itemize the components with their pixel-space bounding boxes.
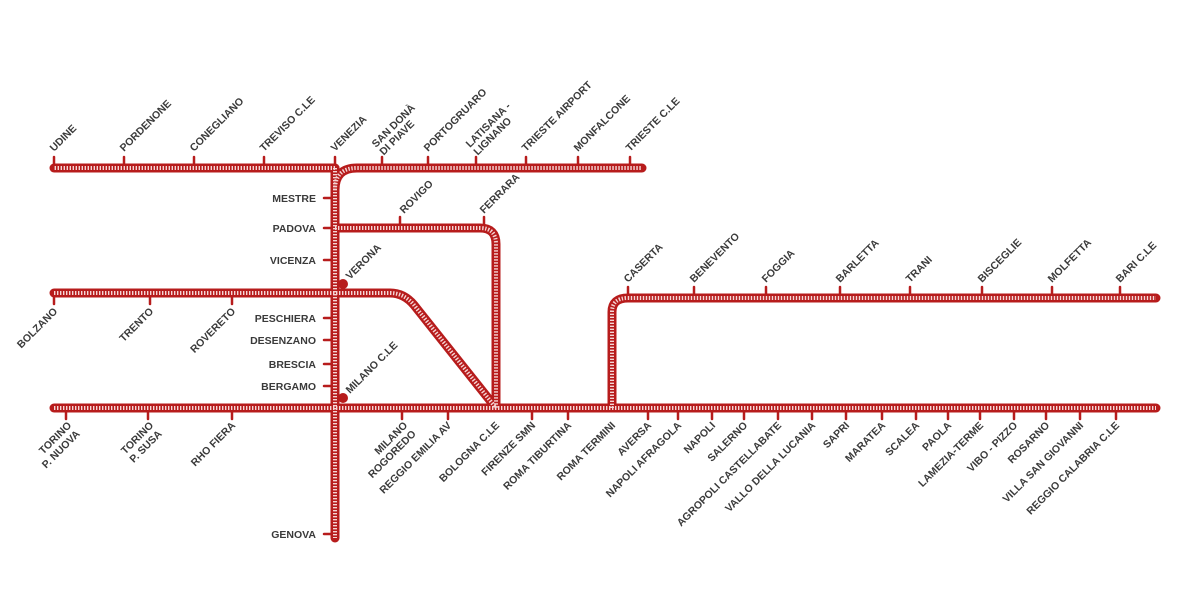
station-trunk-1: PADOVA xyxy=(273,223,317,235)
station-bolzano-2: ROVERETO xyxy=(188,306,238,356)
station-bottom-2: RHO FIERA xyxy=(189,419,239,469)
track-padova-bologna-ties xyxy=(335,226,498,408)
station-trunk-3: PESCHIERA xyxy=(255,313,317,325)
station-bari-6-line-1: MOLFETTA xyxy=(1046,236,1095,285)
station-bari-4: TRANI xyxy=(904,254,935,285)
tracks-layer xyxy=(49,163,1161,543)
station-trunk-right-0-line-1: VERONA xyxy=(344,242,385,283)
station-top-4-line-1: VENEZIA xyxy=(329,113,370,154)
station-bari-1-line-1: BENEVENTO xyxy=(688,231,743,286)
station-trunk-7: GENOVA xyxy=(271,529,316,541)
station-bari-7: BARI C.LE xyxy=(1114,240,1160,286)
station-top-10-line-1: TRIESTE C.LE xyxy=(624,95,683,154)
station-bottom-17: SCALEA xyxy=(883,419,922,458)
station-ferrara: FERRARA xyxy=(478,171,523,216)
station-bolzano-1: TRENTO xyxy=(117,306,156,345)
station-trunk-right-1: MILANO C.LE xyxy=(344,339,401,396)
station-top-4: VENEZIA xyxy=(329,113,370,154)
station-top-3: TREVISO C.LE xyxy=(258,94,318,154)
station-bolzano-1-line-1: TRENTO xyxy=(117,306,156,345)
station-top-10: TRIESTE C.LE xyxy=(624,95,683,154)
station-trunk-5: BRESCIA xyxy=(269,359,317,371)
station-bari-3: BARLETTA xyxy=(834,237,882,285)
track-roma-bari-ties xyxy=(610,296,1156,408)
station-top-1: PORDENONE xyxy=(118,98,174,154)
station-bari-5: BISCEGLIE xyxy=(976,237,1025,286)
station-top-2: CONEGLIANO xyxy=(188,95,247,154)
station-bottom-15: SAPRI xyxy=(821,420,852,451)
station-bolzano-2-line-1: ROVERETO xyxy=(188,306,238,356)
station-top-0-line-1: UDINE xyxy=(48,123,80,155)
station-bari-1: BENEVENTO xyxy=(688,231,743,286)
station-trunk-right-1-line-1: MILANO C.LE xyxy=(344,339,401,396)
station-bari-2: FOGGIA xyxy=(760,247,798,285)
station-dot-trunk-right-0 xyxy=(338,279,348,289)
track-roma-bari xyxy=(607,293,1161,413)
station-top-3-line-1: TREVISO C.LE xyxy=(258,94,318,154)
station-bottom-15-line-1: SAPRI xyxy=(821,420,852,451)
station-top-2-line-1: CONEGLIANO xyxy=(188,95,247,154)
station-bari-5-line-1: BISCEGLIE xyxy=(976,237,1025,286)
station-bari-6: MOLFETTA xyxy=(1046,236,1095,285)
track-venezia-trieste xyxy=(330,163,647,195)
station-top-1-line-1: PORDENONE xyxy=(118,98,174,154)
station-ticks-layer xyxy=(52,155,1122,536)
station-bolzano-0: BOLZANO xyxy=(15,306,60,351)
station-bari-3-line-1: BARLETTA xyxy=(834,237,882,285)
station-bari-0-line-1: CASERTA xyxy=(622,241,666,285)
station-trunk-4: DESENZANO xyxy=(250,335,316,347)
track-venezia-trieste-ties xyxy=(333,166,642,191)
station-trunk-2: VICENZA xyxy=(270,255,317,267)
station-bari-2-line-1: FOGGIA xyxy=(760,247,798,285)
station-trunk-0: MESTRE xyxy=(272,193,316,205)
station-bari-4-line-1: TRANI xyxy=(904,254,935,285)
station-bottom-17-line-1: SCALEA xyxy=(883,419,922,458)
station-bottom-2-line-1: RHO FIERA xyxy=(189,419,239,469)
station-rovigo-line-1: ROVIGO xyxy=(398,178,436,216)
station-ferrara-line-1: FERRARA xyxy=(478,171,523,216)
station-bolzano-0-line-1: BOLZANO xyxy=(15,306,60,351)
station-trunk-right-0: VERONA xyxy=(344,242,385,283)
track-bolzano-bologna-ties xyxy=(54,291,498,410)
station-trunk-6: BERGAMO xyxy=(261,381,316,393)
station-dot-trunk-right-1 xyxy=(338,393,348,403)
station-bari-7-line-1: BARI C.LE xyxy=(1114,240,1160,286)
station-top-0: UDINE xyxy=(48,123,80,155)
station-bari-0: CASERTA xyxy=(622,241,666,285)
station-rovigo: ROVIGO xyxy=(398,178,436,216)
